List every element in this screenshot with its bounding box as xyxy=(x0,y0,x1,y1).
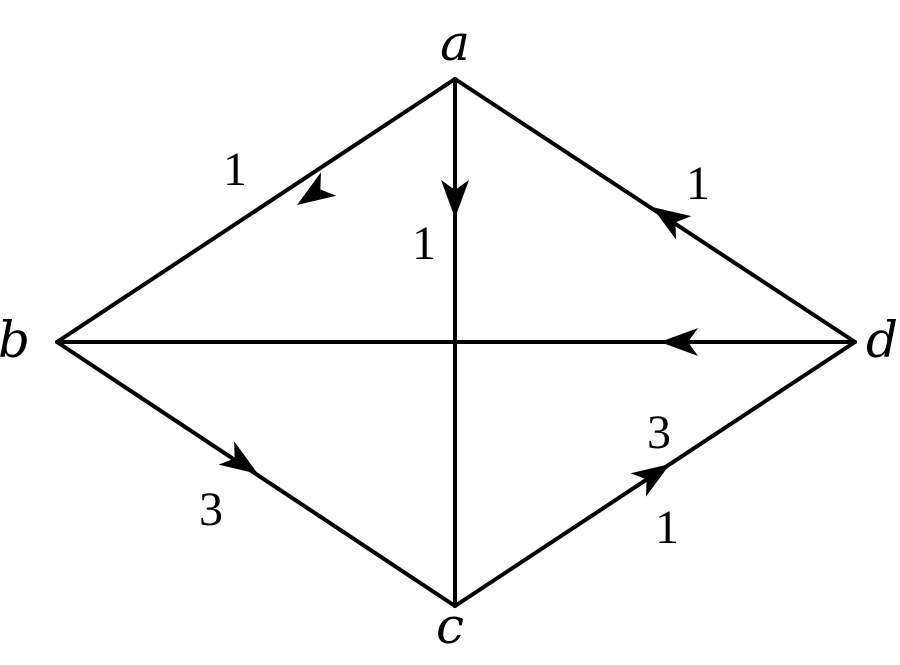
node-label-b: b xyxy=(0,311,30,369)
arrow-c-d xyxy=(630,464,670,497)
arrow-a-c xyxy=(441,180,469,218)
arrow-b-c xyxy=(218,441,258,474)
arrow-d-b xyxy=(660,328,698,356)
node-label-d: d xyxy=(866,311,898,369)
weight-label-c-d-upper: 3 xyxy=(647,406,671,459)
node-label-a: a xyxy=(440,14,470,72)
weight-label-b-c: 3 xyxy=(199,483,223,536)
weight-label-c-d-lower: 1 xyxy=(655,501,679,554)
edge-a-b xyxy=(55,77,457,344)
weight-label-d-a: 1 xyxy=(686,157,710,210)
arrow-a-b xyxy=(297,172,337,205)
arrow-d-a xyxy=(652,207,692,240)
edge-b-c xyxy=(55,340,457,608)
weight-label-a-c: 1 xyxy=(412,217,436,270)
node-label-c: c xyxy=(436,597,464,655)
weight-label-a-b: 1 xyxy=(223,143,247,196)
